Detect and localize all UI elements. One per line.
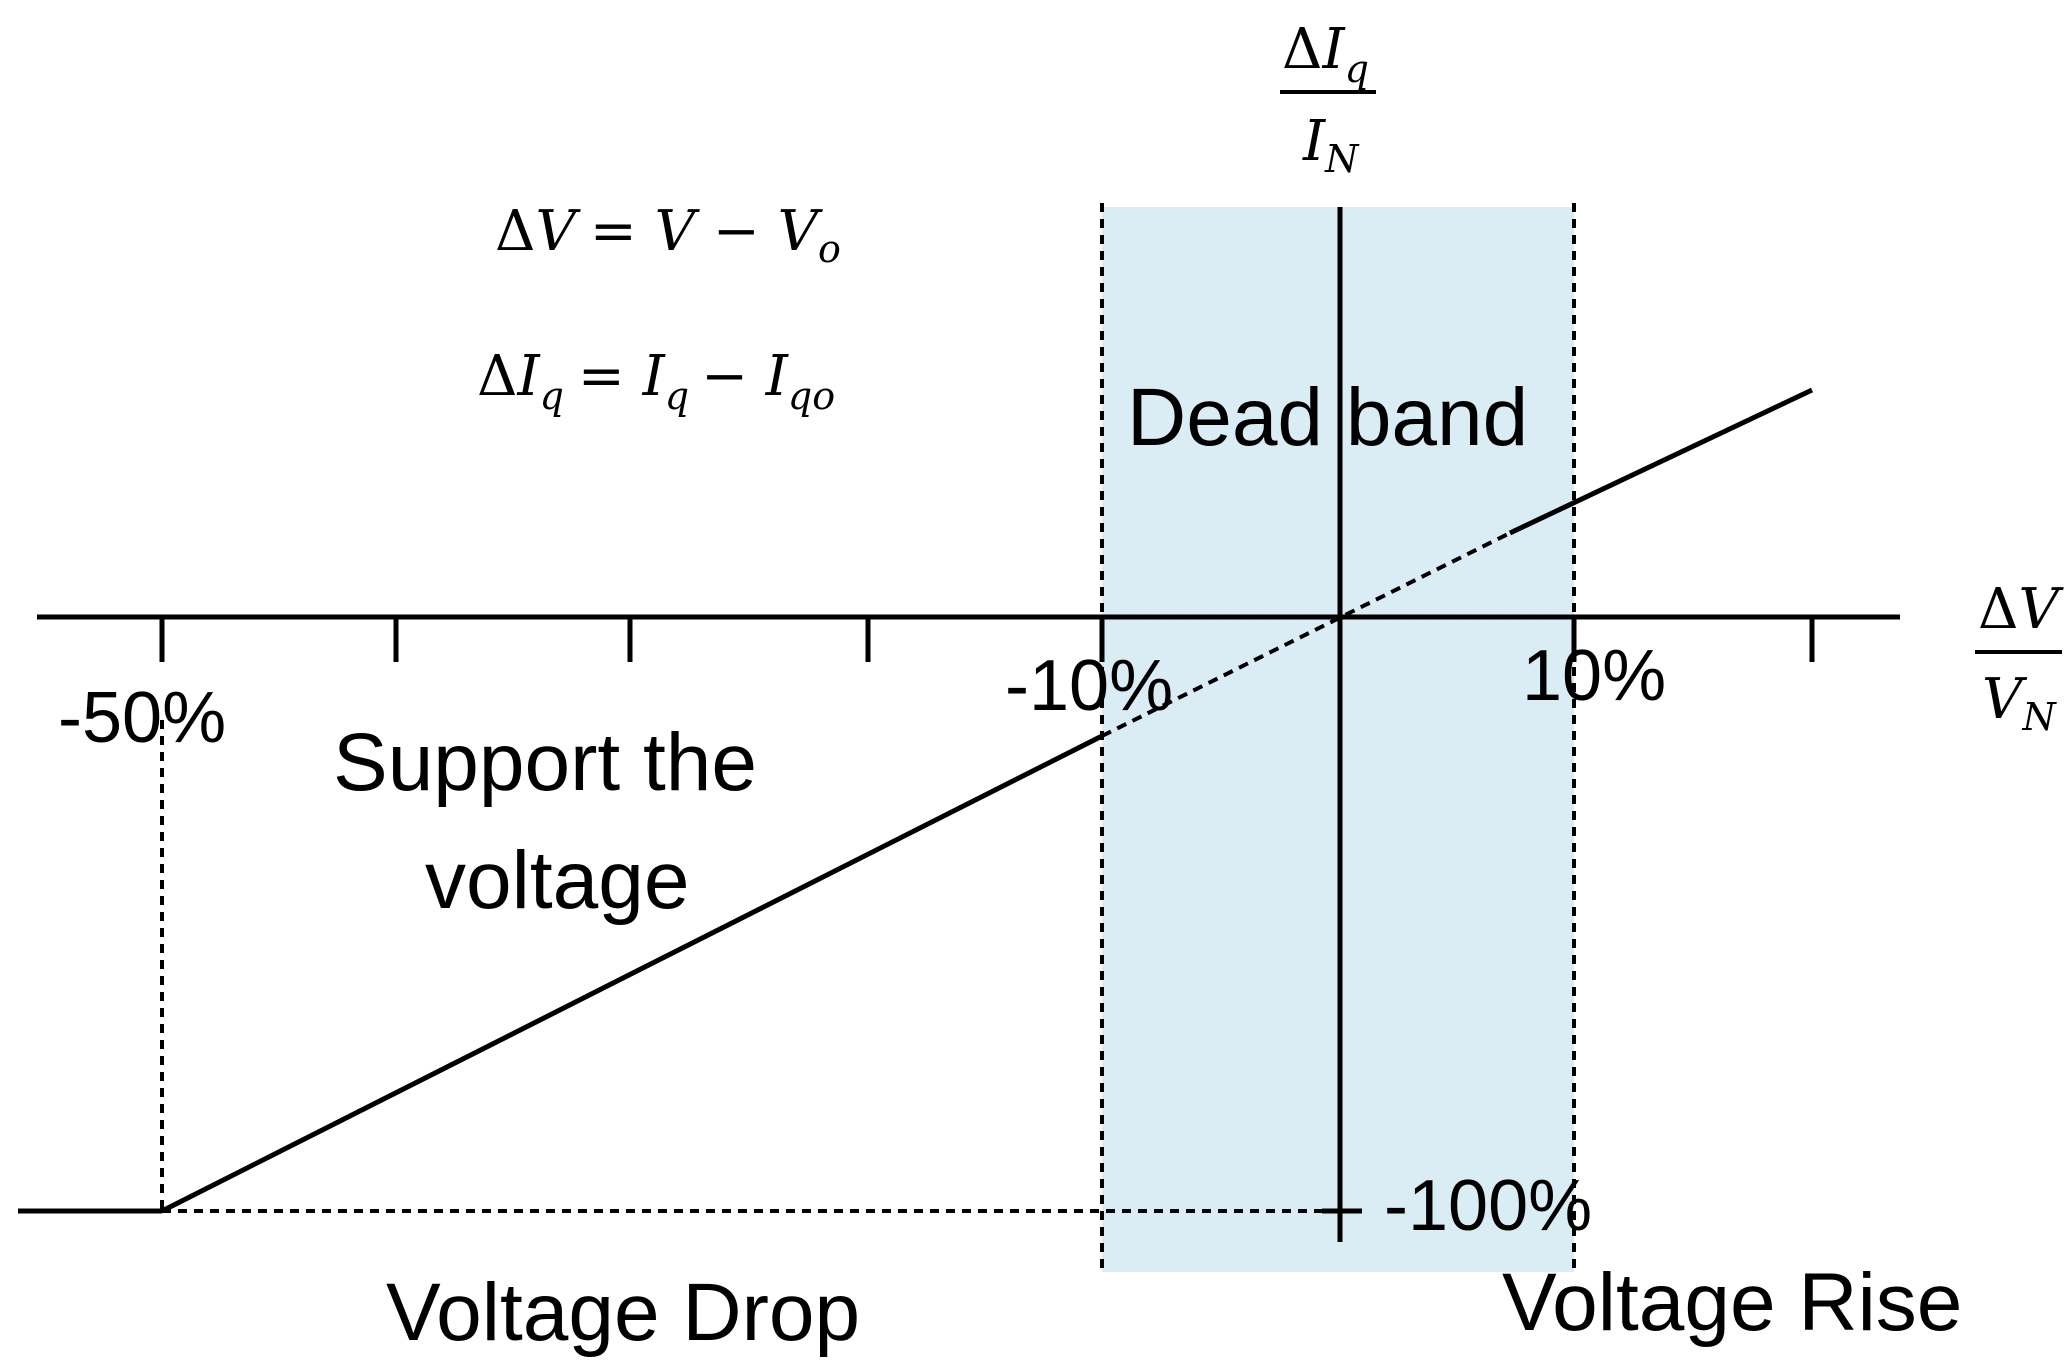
tick-label-plus10: 10% [1522,636,1666,716]
dead-band-slope-dashed [1101,531,1511,738]
y-axis-label-denominator: IN [1302,109,1360,181]
voltage-drop-label: Voltage Drop [386,1267,860,1358]
equation-delta-v: ΔV= V − Vo [495,199,841,271]
support-label-line1: Support the [333,717,757,808]
voltage-rise-segment [1508,387,1814,536]
tick-label-minus50: -50% [58,678,226,758]
support-label-line2: voltage [425,835,689,926]
voltage-rise-label: Voltage Rise [1502,1257,1962,1348]
active-support-segment [160,733,1104,1214]
x-axis-label-denominator: VN [1982,667,2057,739]
y-axis-label-numerator: ΔIq [1282,17,1369,91]
x-axis-label-numerator: ΔV [1978,577,2064,642]
dead-band-label: Dead band [1127,372,1528,463]
tick-label-minus100: -100% [1384,1166,1592,1246]
tick-label-minus10: -10% [1005,646,1173,726]
equation-delta-iq: ΔIq= Iq− Iqo [477,344,835,418]
